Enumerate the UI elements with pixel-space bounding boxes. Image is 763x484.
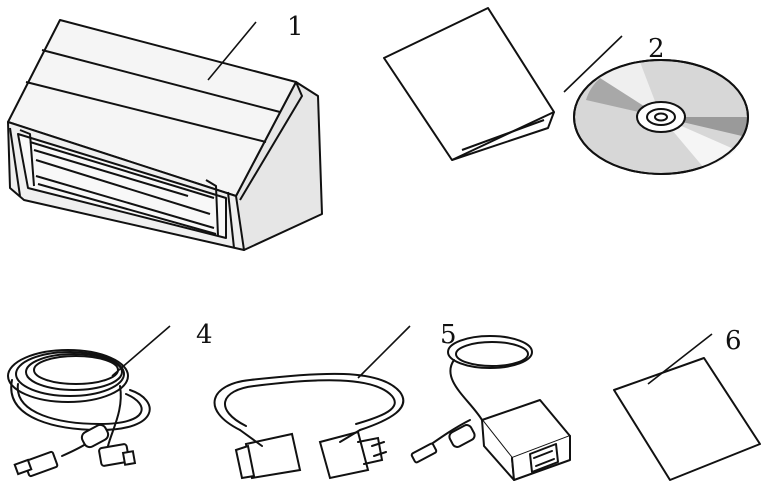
power-cord [215, 374, 404, 478]
power-adapter [411, 336, 570, 480]
quick-guide-booklet [384, 8, 554, 160]
callout-number-1: 1 [287, 14, 304, 40]
usb-cable [8, 350, 150, 477]
callout-number-4: 4 [196, 322, 213, 348]
callout-number-6: 6 [725, 328, 742, 354]
callout-number-2: 2 [648, 36, 665, 62]
cd-rom-disc [574, 60, 748, 174]
document-sheet [614, 358, 760, 480]
scanner-illustration [8, 20, 322, 250]
callout-number-5: 5 [440, 322, 457, 348]
